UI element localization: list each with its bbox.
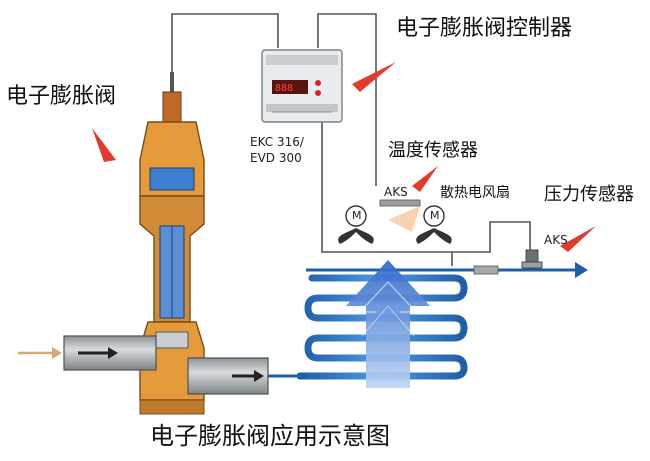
controller-unit: 888	[261, 49, 343, 123]
fan-right	[416, 205, 452, 244]
fan-label: 散热电风扇	[440, 185, 510, 201]
aks-pressure-label: AKS	[544, 233, 568, 247]
fan-motor-right-symbol: M	[430, 209, 440, 222]
control-wires	[171, 13, 531, 266]
valve-label: 电子膨胀阀	[6, 84, 117, 109]
fan-glow	[388, 206, 420, 232]
evaporator-coil	[296, 274, 468, 380]
fan-left	[338, 205, 374, 244]
inlet-arrow	[18, 347, 62, 359]
aks-temp-label: AKS	[384, 185, 408, 199]
controller-model-line1: EKC 316/	[250, 135, 304, 149]
pressure-sensor	[521, 249, 543, 269]
fan-motor-left-symbol: M	[352, 209, 362, 222]
temperature-sensor	[379, 199, 421, 207]
pointer-arrows	[92, 62, 596, 252]
diagram-caption: 电子膨胀阀应用示意图	[150, 422, 390, 450]
airflow-arrow	[346, 260, 430, 388]
svg-text:888: 888	[275, 83, 293, 94]
controller-label: 电子膨胀阀控制器	[396, 16, 573, 41]
temp-sensor-label: 温度传感器	[388, 140, 478, 161]
controller-model-line2: EVD 300	[250, 151, 302, 165]
expansion-valve	[63, 72, 269, 415]
pressure-sensor-label: 压力传感器	[544, 184, 634, 205]
